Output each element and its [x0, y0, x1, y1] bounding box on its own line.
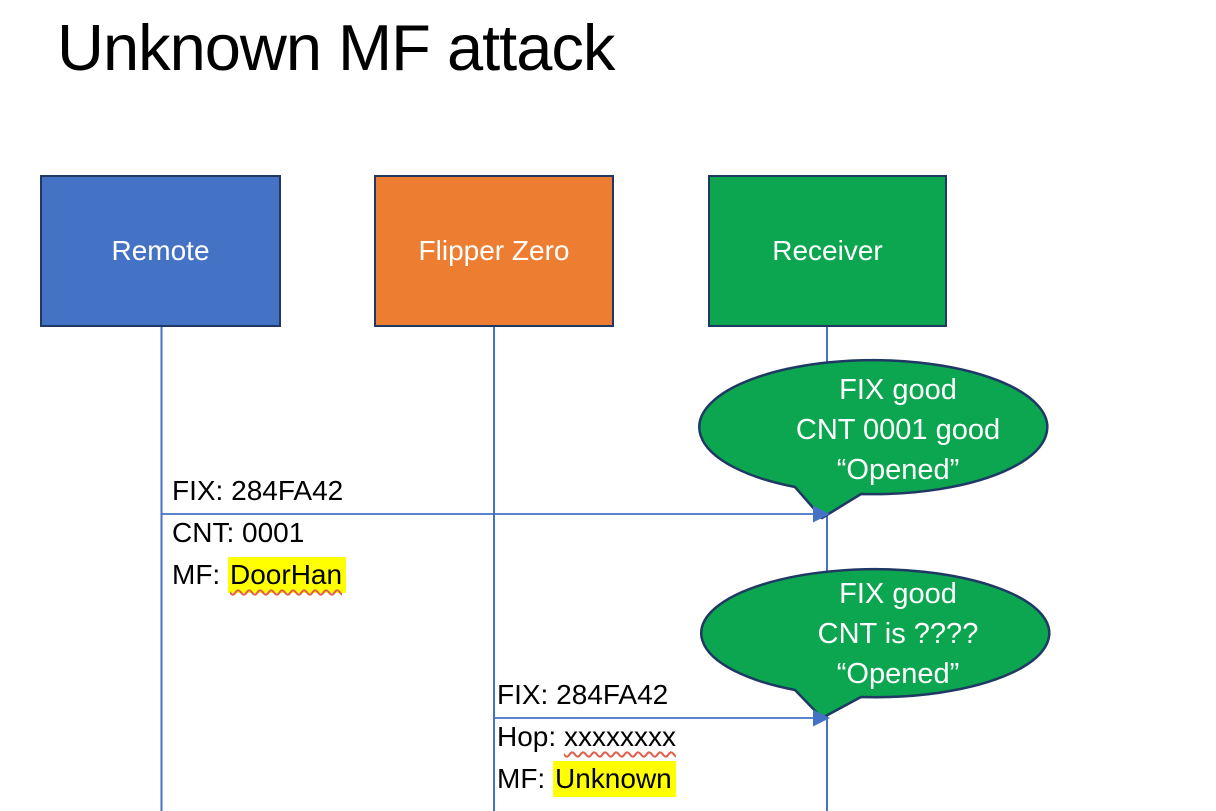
slide-title: Unknown MF attack [57, 11, 615, 84]
actor-box-flipper-zero: Flipper Zero [374, 175, 614, 327]
message-2-labels: FIX: 284FA42 Hop: xxxxxxxx MF: Unknown [497, 674, 676, 800]
actor-box-remote: Remote [40, 175, 281, 327]
callout-1-line-1: FIX good [839, 374, 957, 406]
actor-label-flipper-zero: Flipper Zero [418, 235, 570, 266]
actor-box-receiver: Receiver [708, 175, 947, 327]
callout-2-line-1: FIX good [839, 578, 957, 610]
message-2-fix-line: FIX: 284FA42 [497, 679, 669, 710]
message-2-mf-line: MF: Unknown [497, 758, 676, 800]
message-2-arrowhead [813, 709, 830, 727]
callout-1-line-2: CNT 0001 good [795, 414, 1001, 446]
message-2-hop-line: Hop: xxxxxxxx [497, 716, 676, 758]
message-1-cnt-line: CNT: 0001 [172, 517, 305, 548]
message-1-fix-line: FIX: 284FA42 [172, 475, 344, 506]
message-1-labels: FIX: 284FA42 CNT: 0001 MF: DoorHan [172, 470, 347, 596]
message-1-mf-line: MF: DoorHan [172, 554, 347, 596]
callout-1-line-3: “Opened” [836, 454, 960, 486]
message-1-mf-prefix: MF: [172, 559, 228, 590]
callout-2-text: FIX good CNT is ???? “Opened” [724, 574, 1072, 694]
callout-1-text: FIX good CNT 0001 good “Opened” [724, 370, 1072, 490]
actor-label-receiver: Receiver [772, 235, 883, 266]
callout-2-line-3: “Opened” [836, 658, 960, 690]
message-2-hop-prefix: Hop: [497, 721, 564, 752]
actor-label-remote: Remote [111, 235, 210, 266]
message-1-mf-value-highlighted: DoorHan [228, 557, 347, 593]
message-1-arrowhead [813, 505, 830, 523]
callout-1-bubble [698, 358, 1049, 520]
message-2-mf-value-highlighted: Unknown [553, 761, 676, 797]
callout-2-bubble [700, 567, 1051, 720]
message-2-hop-value: xxxxxxxx [563, 721, 676, 752]
callout-2-line-2: CNT is ???? [817, 618, 979, 650]
message-2-mf-prefix: MF: [497, 763, 553, 794]
